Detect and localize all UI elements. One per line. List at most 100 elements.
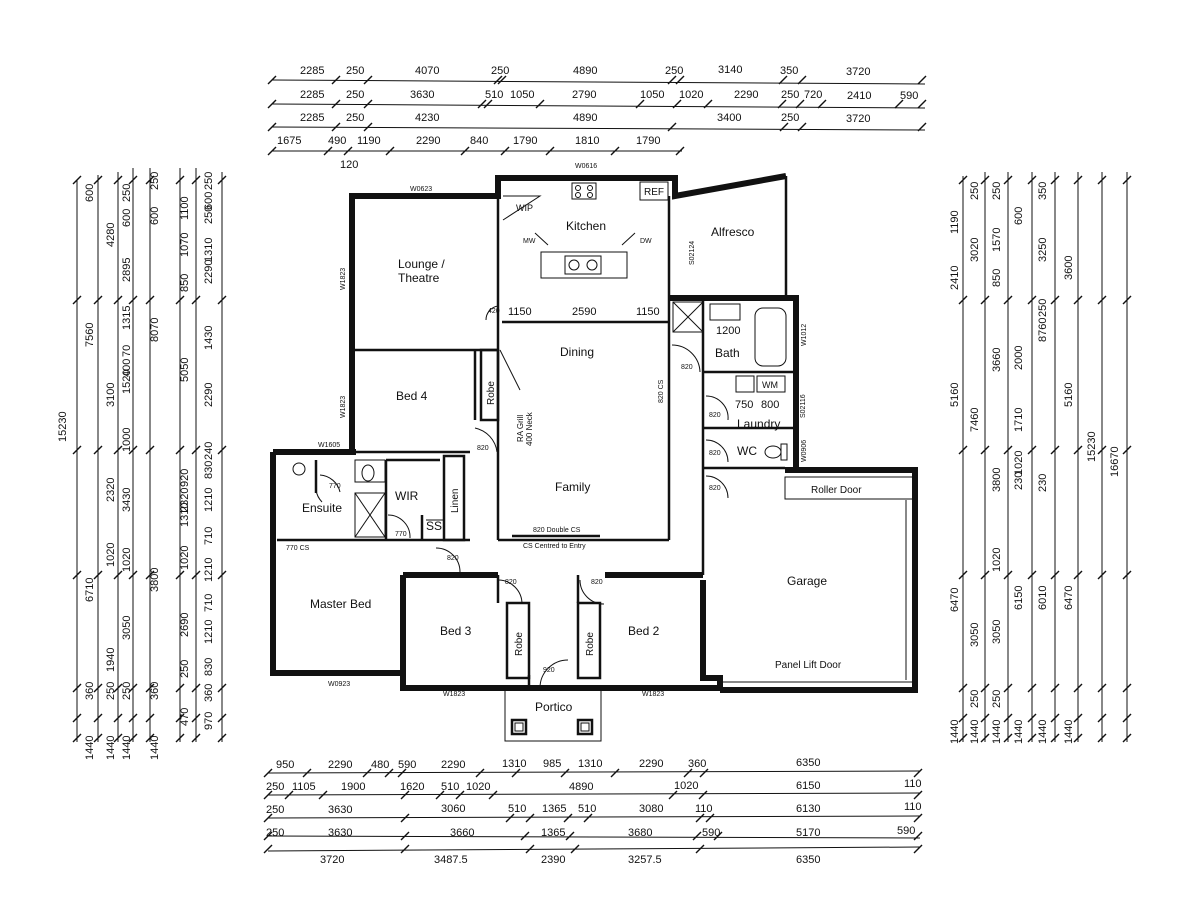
dimension-tick: [545, 146, 555, 156]
dim-label: 1940: [105, 648, 117, 672]
dimension-tick: [1027, 570, 1037, 580]
dim-label: 5160: [1063, 383, 1075, 407]
dim-label: 1675: [277, 135, 301, 147]
dim-label: 1440: [991, 720, 1003, 744]
dim-label: 850: [179, 274, 191, 292]
dim-label: 6150: [796, 780, 820, 792]
dim-label: 1520: [121, 370, 133, 394]
dim-label: 4890: [569, 781, 593, 793]
laundry-800-label: 800: [761, 399, 779, 411]
dim-label: 1710: [1013, 408, 1025, 432]
dimension-tick: [145, 445, 155, 455]
dimension-tick: [1050, 295, 1060, 305]
dim-label: 1210: [203, 558, 215, 582]
dimension-tick: [797, 75, 807, 85]
dim-label: 2290: [203, 383, 215, 407]
dim-label: 985: [543, 758, 561, 770]
laundry-750-label: 750: [735, 399, 753, 411]
dimension-tick: [1097, 175, 1107, 185]
dimension-tick: [191, 295, 201, 305]
dim-label: 590: [897, 825, 915, 837]
dimension-tick: [1122, 713, 1132, 723]
dimension-tick: [1073, 175, 1083, 185]
dim-label: 1020: [991, 548, 1003, 572]
dim-label: 250: [179, 660, 191, 678]
dim-label: 1000: [121, 428, 133, 452]
dimension-tick: [1050, 445, 1060, 455]
dimension-tick: [1050, 713, 1060, 723]
dim-label: 1790: [513, 135, 537, 147]
dim-label: 1020: [674, 780, 698, 792]
dimension-tick: [363, 122, 373, 132]
dimension-tick: [667, 75, 677, 85]
dimension-tick: [1073, 445, 1083, 455]
dim-label: 3800: [149, 568, 161, 592]
dim-label: 6130: [796, 803, 820, 815]
dimension-tick: [175, 295, 185, 305]
dimension-tick: [500, 146, 510, 156]
dim-label: 1365: [542, 803, 566, 815]
dim-label: 360: [84, 682, 96, 700]
dimension-tick: [698, 790, 708, 800]
dim-label: 2290: [416, 135, 440, 147]
dimension-tick: [1050, 683, 1060, 693]
door-labels: MW DW 420 820 820 820 820 820 770 770 82…: [286, 238, 721, 674]
dw-label: DW: [640, 238, 652, 245]
window-label: W0906: [801, 440, 808, 462]
dimension-tick: [1027, 295, 1037, 305]
dimension-tick: [400, 813, 410, 823]
exterior-walls: [270, 173, 918, 693]
dim-label: 920: [179, 469, 191, 487]
dimension-tick: [397, 768, 407, 778]
d770-label: 770: [395, 531, 407, 538]
dim-label: 2410: [949, 266, 961, 290]
mw-label: MW: [523, 238, 536, 245]
dimension-tick: [191, 683, 201, 693]
dimension-tick: [113, 570, 123, 580]
dim-label: 4890: [573, 112, 597, 124]
dim-label: 7560: [84, 323, 96, 347]
dimension-tick: [1073, 683, 1083, 693]
dim-label: 480: [371, 759, 389, 771]
dim-label: 230: [1037, 474, 1049, 492]
dimension-tick: [217, 445, 227, 455]
dim-label: 250: [266, 781, 284, 793]
dim-label: 360: [203, 684, 215, 702]
dim-label: 470: [179, 708, 191, 726]
dimension-tick: [217, 733, 227, 743]
window-label: W1823: [443, 691, 465, 698]
dimension-tick: [93, 733, 103, 743]
dimension-tick: [72, 175, 82, 185]
dim-label: 70: [121, 345, 133, 357]
dim-label: 8760: [1037, 318, 1049, 342]
dim-label: 3400: [717, 112, 741, 124]
robe-bed2-label: Robe: [585, 632, 596, 656]
dimension-tick: [1073, 295, 1083, 305]
dimension-tick: [128, 733, 138, 743]
ra-grill-label: RA Grill: [516, 415, 525, 442]
dimension-tick: [1003, 683, 1013, 693]
dimension-tick: [1122, 733, 1132, 743]
dim-label: 3257.5: [628, 854, 662, 866]
dimension-tick: [191, 175, 201, 185]
dimension-tick: [331, 75, 341, 85]
dimension-tick: [1097, 733, 1107, 743]
dimension-tick: [497, 75, 507, 85]
room-laundry-label: Laundry: [737, 417, 780, 431]
dimension-tick: [1097, 295, 1107, 305]
dim-label: 8070: [149, 318, 161, 342]
dim-label: 1190: [357, 135, 381, 147]
dim-label: 1050: [640, 89, 664, 101]
dimension-tick: [113, 733, 123, 743]
dimension-tick: [958, 683, 968, 693]
dimension-tick: [1027, 713, 1037, 723]
dim-label: 850: [991, 269, 1003, 287]
dimension-tick: [113, 683, 123, 693]
dimension-tick: [695, 844, 705, 854]
d820-label: 820: [447, 555, 459, 562]
dim-label: 2390: [541, 854, 565, 866]
dimension-tick: [913, 768, 923, 778]
window-label: W1823: [340, 396, 347, 418]
room-alfresco-label: Alfresco: [711, 225, 755, 239]
dimension-tick: [795, 99, 805, 109]
